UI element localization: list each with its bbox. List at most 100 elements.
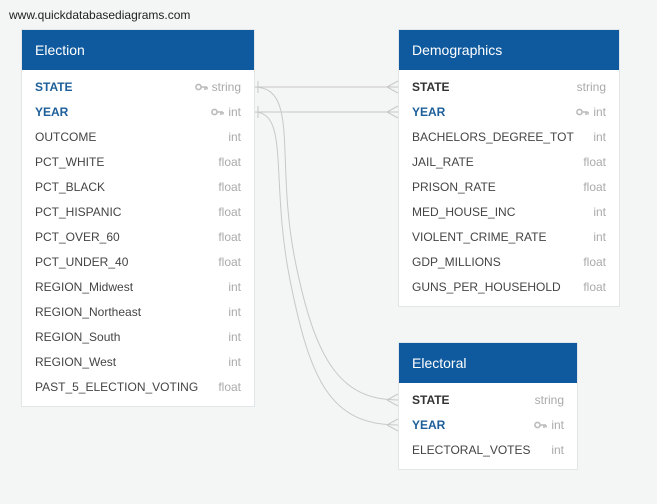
field-type: float xyxy=(583,250,606,275)
table-title: Election xyxy=(22,30,254,70)
field-type: int xyxy=(228,325,241,350)
field-name: YEAR xyxy=(412,105,446,119)
relation-state-electoral xyxy=(253,86,399,401)
field-name: REGION_Midwest xyxy=(35,280,134,294)
field-type-label: int xyxy=(228,280,241,294)
field-type-label: int xyxy=(551,443,564,457)
field-type: int xyxy=(534,413,564,438)
field-row[interactable]: PCT_WHITE float xyxy=(22,150,254,175)
field-type: int xyxy=(593,200,606,225)
field-type: int xyxy=(228,350,241,375)
field-type: float xyxy=(218,375,241,400)
field-type-label: int xyxy=(593,105,606,119)
field-name: REGION_South xyxy=(35,330,121,344)
field-name: YEAR xyxy=(35,105,69,119)
field-type-label: float xyxy=(583,280,606,294)
field-type: float xyxy=(218,250,241,275)
field-type-label: int xyxy=(228,305,241,319)
watermark: www.quickdatabasediagrams.com xyxy=(9,8,191,22)
field-name: REGION_West xyxy=(35,355,117,369)
field-type: float xyxy=(218,225,241,250)
field-name: REGION_Northeast xyxy=(35,305,142,319)
field-row[interactable]: GDP_MILLIONS float xyxy=(399,250,619,275)
field-row[interactable]: PCT_HISPANIC float xyxy=(22,200,254,225)
field-row[interactable]: YEAR int xyxy=(399,100,619,125)
field-type-label: float xyxy=(583,180,606,194)
field-type-label: float xyxy=(218,205,241,219)
field-row[interactable]: REGION_West int xyxy=(22,350,254,375)
field-row[interactable]: REGION_Northeast int xyxy=(22,300,254,325)
field-name: PAST_5_ELECTION_VOTING xyxy=(35,380,199,394)
field-type: string xyxy=(577,75,606,100)
crowsfoot xyxy=(386,105,399,119)
field-type-label: int xyxy=(593,230,606,244)
table-title: Demographics xyxy=(399,30,619,70)
field-row[interactable]: OUTCOME int xyxy=(22,125,254,150)
field-name: PCT_WHITE xyxy=(35,155,105,169)
key-icon xyxy=(534,413,548,438)
table-title: Electoral xyxy=(399,343,577,383)
field-type: int xyxy=(228,275,241,300)
field-name: OUTCOME xyxy=(35,130,97,144)
relation-year-electoral xyxy=(253,111,399,426)
field-type-label: string xyxy=(534,393,564,407)
field-row[interactable]: REGION_Midwest int xyxy=(22,275,254,300)
field-row[interactable]: STATE string xyxy=(399,388,577,413)
field-row[interactable]: MED_HOUSE_INC int xyxy=(399,200,619,225)
field-name: STATE xyxy=(35,80,73,94)
field-type: int xyxy=(551,438,564,463)
field-row[interactable]: GUNS_PER_HOUSEHOLD float xyxy=(399,275,619,300)
field-type: string xyxy=(194,75,241,100)
field-row[interactable]: REGION_South int xyxy=(22,325,254,350)
field-name: MED_HOUSE_INC xyxy=(412,205,516,219)
field-type-label: string xyxy=(211,80,241,94)
field-type-label: int xyxy=(593,130,606,144)
field-type: int xyxy=(228,125,241,150)
field-name: GUNS_PER_HOUSEHOLD xyxy=(412,280,561,294)
crowsfoot xyxy=(386,418,399,432)
field-type-label: int xyxy=(228,105,241,119)
field-type-label: float xyxy=(218,155,241,169)
field-type-label: float xyxy=(583,155,606,169)
field-name: PRISON_RATE xyxy=(412,180,496,194)
field-type: string xyxy=(535,388,564,413)
field-name: PCT_HISPANIC xyxy=(35,205,122,219)
field-type-label: int xyxy=(593,205,606,219)
field-type: float xyxy=(218,150,241,175)
field-row[interactable]: PRISON_RATE float xyxy=(399,175,619,200)
field-type: int xyxy=(576,100,606,125)
field-row[interactable]: PAST_5_ELECTION_VOTING float xyxy=(22,375,254,400)
field-type-label: int xyxy=(228,130,241,144)
field-row[interactable]: YEAR int xyxy=(22,100,254,125)
field-type-label: float xyxy=(218,230,241,244)
field-name: PCT_OVER_60 xyxy=(35,230,120,244)
field-type: float xyxy=(218,175,241,200)
field-row[interactable]: STATE string xyxy=(22,75,254,100)
field-type-label: int xyxy=(228,330,241,344)
field-type-label: float xyxy=(218,380,241,394)
field-type-label: float xyxy=(218,180,241,194)
field-type: int xyxy=(593,125,606,150)
field-type-label: int xyxy=(551,418,564,432)
field-type: float xyxy=(583,150,606,175)
field-type: float xyxy=(583,275,606,300)
field-name: GDP_MILLIONS xyxy=(412,255,501,269)
field-name: STATE xyxy=(412,393,450,407)
field-row[interactable]: PCT_OVER_60 float xyxy=(22,225,254,250)
key-icon xyxy=(576,100,590,125)
crowsfoot xyxy=(386,393,399,407)
